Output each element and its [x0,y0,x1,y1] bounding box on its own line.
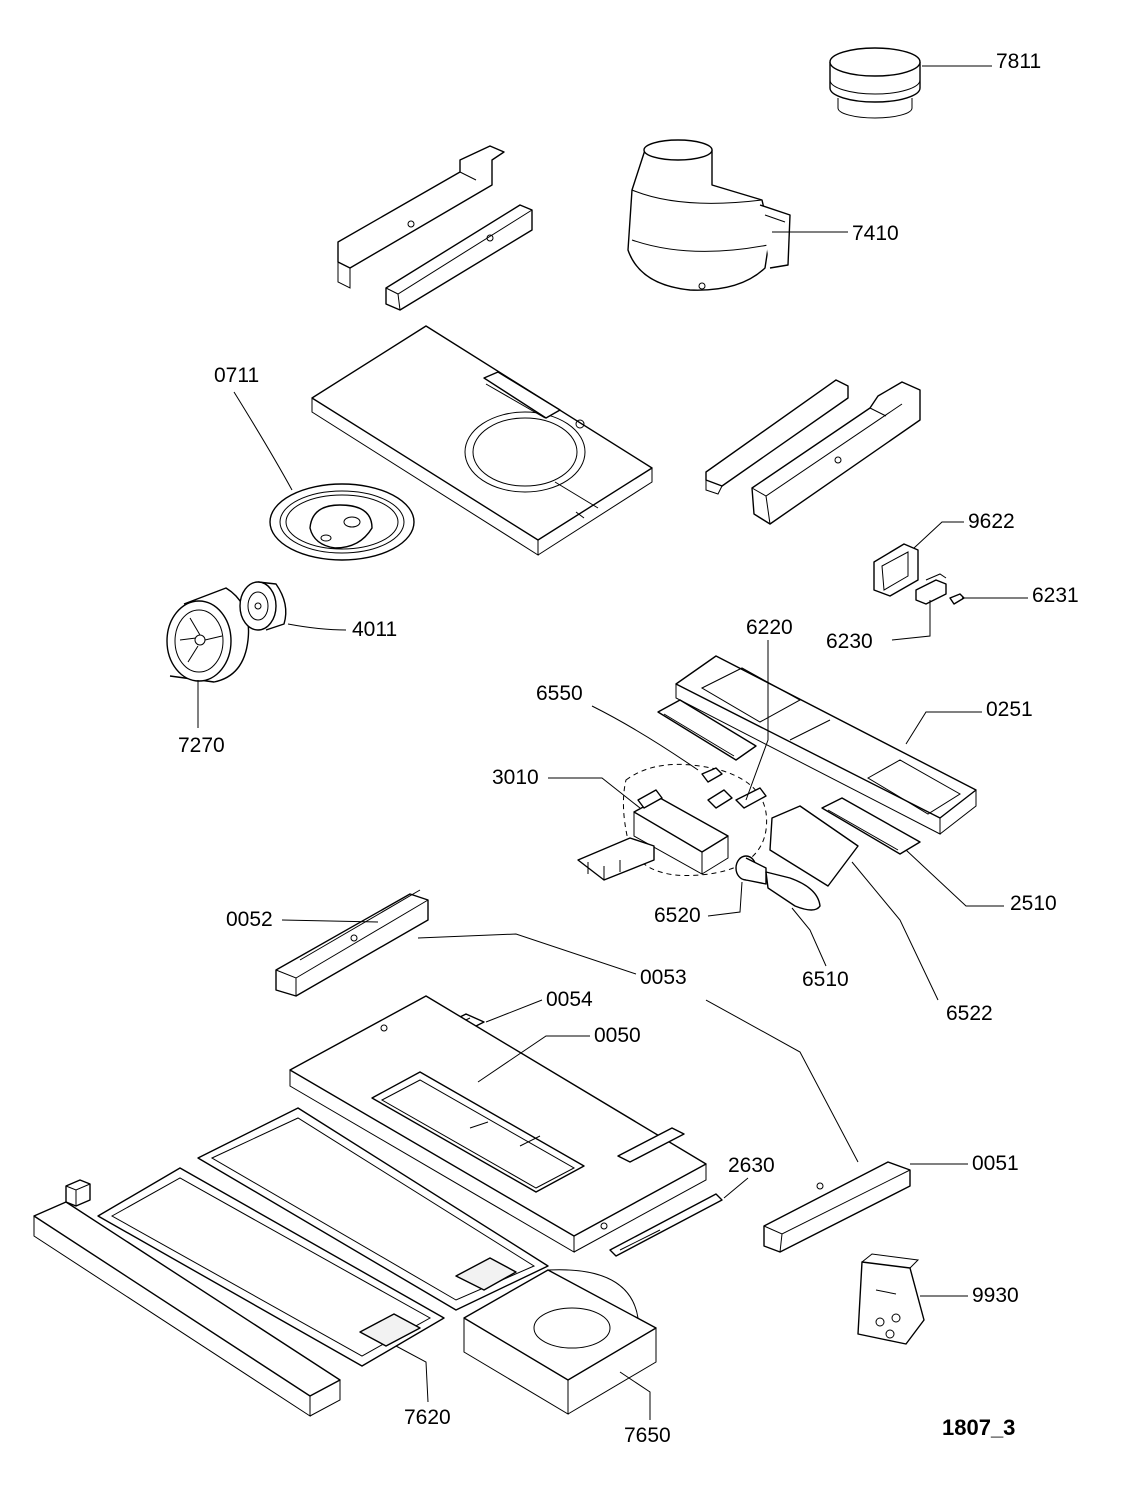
label-0050: 0050 [594,1024,641,1047]
label-0052: 0052 [226,908,273,931]
lamp-cover-6550 [657,699,757,761]
leader-6520 [707,881,743,917]
slide-rail-2630 [609,1193,723,1257]
label-6220: 6220 [746,616,793,639]
label-9930: 9930 [972,1284,1019,1307]
leader-0050 [477,1035,590,1083]
upper-left-rails [337,145,533,311]
side-channel-0051 [763,1161,911,1253]
leader-0052 [281,919,379,923]
label-0711: 0711 [214,364,259,387]
label-6231: 6231 [1032,584,1079,607]
upper-right-rails [705,379,921,525]
bulb-6510 [765,871,821,911]
duct-ring-7811 [829,47,921,119]
label-6510: 6510 [802,968,849,991]
label-0053: 0053 [640,966,687,989]
label-0251: 0251 [986,698,1033,721]
label-2630: 2630 [728,1154,775,1177]
leader-0053 [417,933,637,975]
small-clip [65,1179,91,1207]
accessory-bag-9930 [857,1253,925,1345]
label-2510: 2510 [1010,892,1057,915]
drawer-body-0050 [289,995,707,1253]
label-7650: 7650 [624,1424,671,1447]
leader-6510 [791,907,827,967]
switch-bracket-9622 [873,543,919,597]
impeller-7270 [166,587,250,683]
leader-4011 [287,623,347,631]
drawing-code: 1807_3 [942,1415,1015,1440]
motor-4011 [239,581,287,631]
grease-filter-upper [197,1107,549,1311]
label-3010: 3010 [492,766,539,789]
main-top-panel [311,325,653,556]
side-channel-0052 [275,889,429,997]
leader-3010 [548,777,641,809]
label-7620: 7620 [404,1406,451,1429]
lamp-frame-0251 [675,655,977,835]
tray-7650 [463,1269,657,1415]
label-4011: 4011 [352,618,397,641]
label-6520: 6520 [654,904,701,927]
leader-6220 [745,640,769,801]
label-6550: 6550 [536,682,583,705]
label-7410: 7410 [852,222,899,245]
front-trim-7620 [33,1201,341,1417]
motor-plate-0711 [269,483,415,561]
leader-7650 [619,1371,651,1420]
label-7270: 7270 [178,734,225,757]
leader-6550 [591,705,699,771]
part-labels: 7811 7410 0711 4011 7270 9622 6231 6230 … [178,50,1079,1447]
switch-spring-6231 [949,593,965,605]
label-0054: 0054 [546,988,593,1011]
switch-levers [577,837,655,881]
label-7811: 7811 [996,50,1041,73]
label-0051: 0051 [972,1152,1019,1175]
lamp-reflector-6522 [769,805,859,887]
leader-2510 [905,849,1004,907]
leader-2630 [723,1177,749,1199]
leader-lines [197,65,1028,1420]
leader-9622 [913,521,964,549]
label-6522: 6522 [946,1002,993,1025]
lamp-holder-6520 [735,855,767,885]
leader-0054 [485,999,543,1023]
lamp-cover-2510 [821,797,921,855]
leader-6522 [851,861,939,1001]
leader-6230 [891,600,931,641]
leader-0251 [905,711,982,745]
switch-6230 [915,573,947,605]
leader-0711 [233,391,293,491]
grease-filter-lower [97,1167,445,1367]
label-9622: 9622 [968,510,1015,533]
label-6230: 6230 [826,630,873,653]
leader-0053-0051 [705,999,859,1163]
leader-7620 [395,1345,429,1403]
fan-housing-7410 [627,139,791,291]
